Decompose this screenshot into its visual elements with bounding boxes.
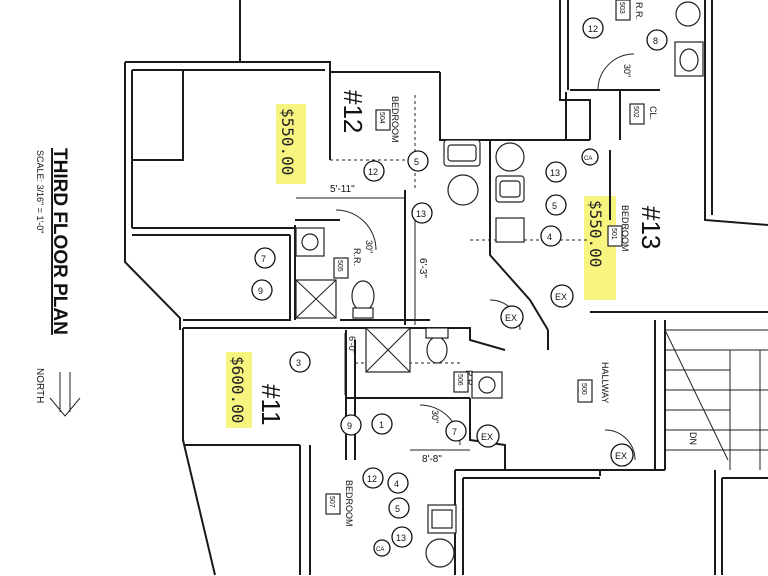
room-tag-13: 501 — [610, 228, 617, 240]
north-arrow-icon — [49, 372, 81, 417]
ca-tag-1: CA — [581, 148, 599, 166]
rr-top-label: R.R. — [634, 2, 644, 20]
svg-text:9: 9 — [347, 421, 352, 431]
fixtures — [295, 1, 704, 568]
room-number-13: #13 — [636, 206, 666, 249]
svg-text:4: 4 — [394, 479, 399, 489]
svg-text:12: 12 — [368, 167, 378, 177]
svg-text:EX: EX — [555, 292, 567, 302]
svg-text:1: 1 — [379, 420, 384, 430]
callout-13-a: 13 — [545, 161, 567, 183]
svg-text:13: 13 — [550, 168, 560, 178]
dimension-2: 6'-3" — [417, 258, 428, 278]
svg-text:13: 13 — [396, 533, 406, 543]
hallway-label: HALLWAY — [600, 362, 610, 403]
callout-4-b: 4 — [387, 472, 409, 494]
callout-5-b: 5 — [545, 194, 567, 216]
door-size-2: 30" — [430, 410, 440, 423]
room-price-12: $550.00 — [278, 108, 297, 175]
room-tag-box-12 — [375, 109, 391, 131]
rr-11-tag: 506 — [456, 374, 463, 386]
door-size-3: 30" — [622, 64, 632, 77]
walls — [124, 0, 768, 576]
svg-text:12: 12 — [588, 24, 598, 34]
callout-9-a: 9 — [251, 279, 273, 301]
callout-12-a: 12 — [363, 160, 385, 182]
room-number-12: #12 — [338, 90, 368, 133]
callout-12-b: 12 — [362, 467, 384, 489]
dimension-1: 5'-11" — [330, 184, 355, 195]
callout-5-d: 5 — [388, 497, 410, 519]
callout-1-a: 1 — [371, 413, 393, 435]
closet-tag: 502 — [632, 106, 639, 118]
svg-text:9: 9 — [258, 286, 263, 296]
svg-text:CA: CA — [584, 156, 592, 162]
svg-text:12: 12 — [367, 474, 377, 484]
rr-12-tag: 505 — [336, 260, 343, 272]
hallway-tag: 500 — [580, 383, 587, 395]
svg-text:4: 4 — [547, 232, 552, 242]
callout-5-a: 5 — [407, 150, 429, 172]
exit-marker-1: EX — [550, 284, 574, 308]
rr-top-tag-box — [615, 0, 631, 21]
room-number-11: #11 — [256, 384, 286, 425]
room-label-12: BEDROOM — [390, 96, 400, 143]
room-price-11: $600.00 — [228, 356, 247, 423]
callout-13-b: 13 — [411, 202, 433, 224]
rr-12-label: R.R. — [352, 248, 362, 266]
closet-tag-box — [629, 103, 645, 125]
room-tag-box-11 — [325, 493, 341, 515]
svg-text:8: 8 — [653, 36, 658, 46]
door-size-1: 30" — [364, 240, 374, 253]
stairs-down-label: DN — [688, 432, 698, 445]
exit-marker-3: EX — [476, 424, 500, 448]
svg-text:5: 5 — [552, 201, 557, 211]
svg-text:CA: CA — [376, 547, 384, 553]
rr-top-tag: 503 — [618, 2, 625, 14]
plan-title: THIRD FLOOR PLAN — [49, 148, 70, 335]
callout-4-a: 4 — [540, 225, 562, 247]
ca-tag-2: CA — [373, 539, 391, 557]
callout-7-b: 7 — [445, 420, 467, 442]
svg-text:13: 13 — [416, 209, 426, 219]
closet-label: CL. — [648, 106, 658, 120]
callout-12-top: 12 — [582, 17, 604, 39]
callout-8-top: 8 — [646, 29, 668, 51]
rr-12-tag-box — [333, 257, 349, 279]
room-label-11: BEDROOM — [344, 480, 354, 527]
room-label-13: BEDROOM — [620, 205, 630, 252]
callout-9-b: 9 — [340, 414, 362, 436]
dashed-lines — [330, 95, 590, 364]
exit-marker-4: EX — [610, 443, 634, 467]
callout-3-a: 3 — [289, 351, 311, 373]
svg-text:5: 5 — [414, 157, 419, 167]
price-highlight-12 — [276, 104, 306, 184]
plan-scale: SCALE: 3/16" = 1'-0" — [35, 150, 45, 233]
callout-7-a: 7 — [254, 247, 276, 269]
svg-text:EX: EX — [481, 432, 493, 442]
dimension-lines — [296, 197, 470, 451]
svg-text:3: 3 — [296, 358, 301, 368]
dimension-3: 6'-0" — [347, 336, 357, 354]
callout-13-c: 13 — [391, 526, 413, 548]
room-tag-box-13 — [607, 225, 623, 247]
exit-marker-2: EX — [500, 305, 524, 329]
price-highlight-11 — [226, 352, 252, 428]
dimension-4: 8'-8" — [422, 454, 442, 465]
stairs — [664, 329, 768, 470]
rr-11-label: R.R. — [464, 370, 474, 388]
svg-text:7: 7 — [452, 427, 457, 437]
svg-text:7: 7 — [261, 254, 266, 264]
hallway-tag-box — [577, 379, 593, 403]
room-price-13: $550.00 — [586, 200, 605, 267]
svg-text:5: 5 — [395, 504, 400, 514]
room-tag-11: 507 — [328, 496, 335, 508]
svg-text:EX: EX — [505, 313, 517, 323]
north-label: NORTH — [34, 368, 45, 403]
rr-11-tag-box — [453, 371, 469, 393]
svg-text:EX: EX — [615, 451, 627, 461]
room-tag-12: 504 — [378, 112, 385, 124]
